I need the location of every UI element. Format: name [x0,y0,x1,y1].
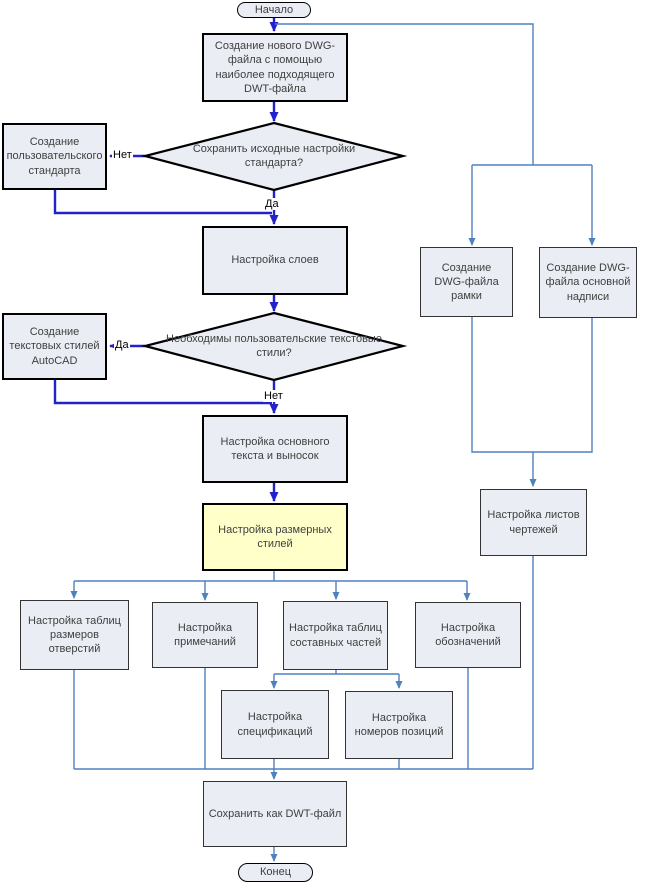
edge-label-no-1: Нет [112,149,133,162]
node-setup-hole-tables: Настройка таблиц размеров отверстий [20,600,129,670]
node-setup-item-numbers: Настройка номеров позиций [345,691,453,759]
decision-keep-standard-label: Сохранить исходные настройки стандарта? [192,142,356,169]
decision-keep-standard-shape [140,121,408,192]
node-create-text-styles: Создание текстовых стилей AutoCAD [2,313,107,380]
node-setup-layers: Настройка слоев [202,226,348,295]
node-end: Конец [238,863,313,882]
edge-label-no-2: Нет [263,390,284,403]
node-create-titleblock-dwg: Создание DWG-файла основной надписи [539,247,637,318]
node-create-new-dwg: Создание нового DWG-файла с помощью наиб… [202,33,348,102]
node-setup-dim-styles: Настройка размерных стилей [202,503,348,571]
node-save-as-dwt: Сохранить как DWT-файл [203,781,347,847]
node-create-frame-dwg: Создание DWG-файла рамки [420,247,513,317]
node-create-custom-standard: Создание пользовательского стандарта [2,123,107,190]
node-setup-main-text: Настройка основного текста и выносок [202,415,348,483]
secondary-flow-edges [70,23,596,862]
node-setup-specs: Настройка спецификаций [221,690,329,759]
node-setup-symbols: Настройка обозначений [415,602,521,668]
node-setup-parts-tables: Настройка таблиц составных частей [283,601,388,670]
node-start: Начало [237,2,311,18]
edge-label-yes-1: Да [264,198,280,211]
decision-text-styles-shape [140,311,408,382]
node-setup-notes: Настройка примечаний [152,602,258,668]
node-setup-sheets: Настройка листов чертежей [480,489,587,556]
edge-label-yes-2: Да [114,339,130,352]
decision-text-styles-label: Необходимы пользовательские текстовые ст… [166,332,382,359]
main-flow-edges [53,17,279,502]
